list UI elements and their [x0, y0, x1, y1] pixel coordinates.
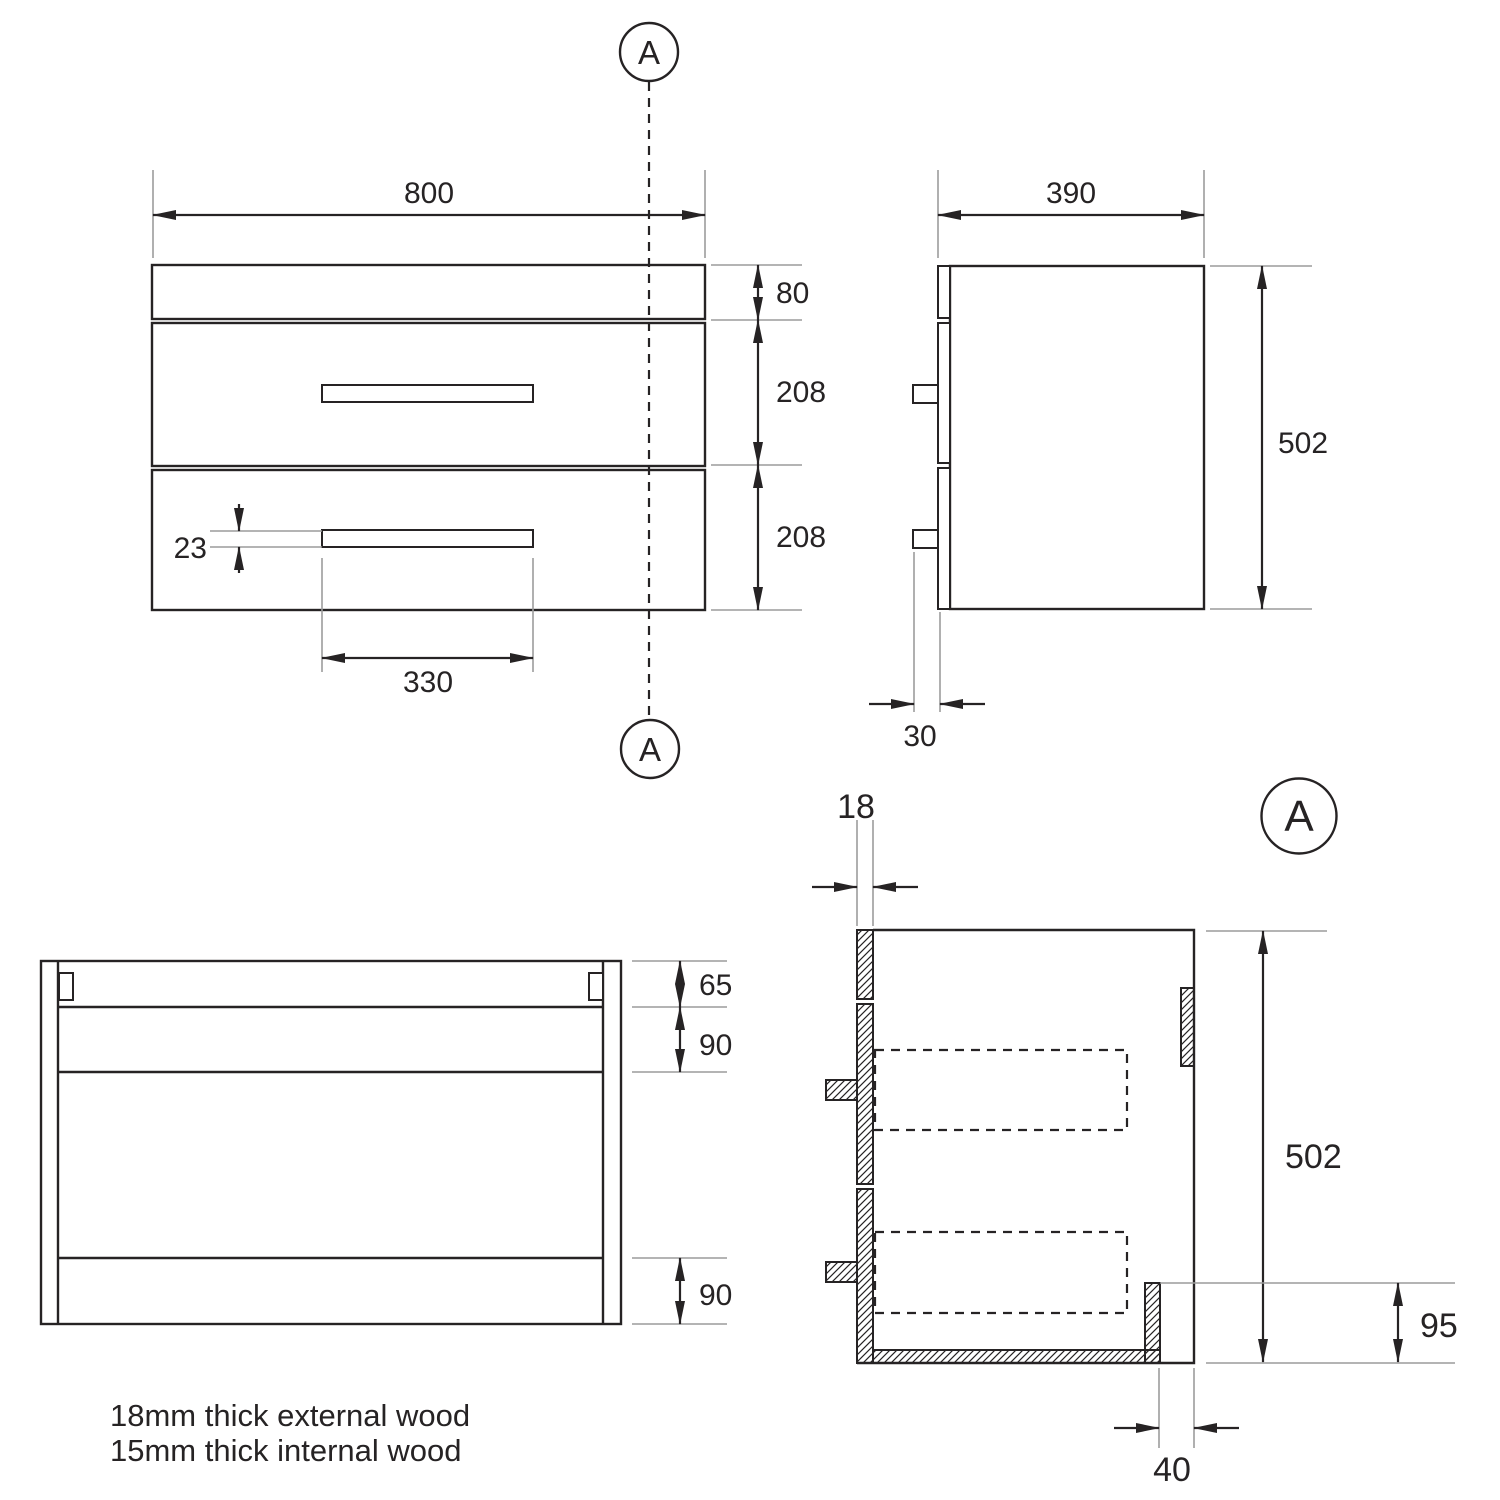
note-internal-wood: 15mm thick internal wood	[110, 1433, 462, 1468]
dim-handle-width: 330	[321, 558, 534, 699]
dimension-label: 90	[699, 1279, 732, 1312]
dim-section-back-gap: 40	[1114, 1368, 1239, 1489]
drawer-1-handle	[321, 384, 534, 403]
dimension-label: 95	[1420, 1307, 1458, 1345]
dimension-label: 800	[404, 177, 454, 210]
side-front-drawer1-edge	[937, 322, 951, 464]
section-bottom-panel	[872, 1349, 1161, 1364]
side-handle-2	[912, 529, 939, 549]
side-front-top-edge	[937, 265, 951, 319]
section-carcass-outline	[857, 928, 1196, 1365]
dimension-label: 80	[776, 277, 809, 310]
dimension-label: 208	[776, 376, 826, 409]
dim-section-front-thickness: 18	[812, 788, 918, 926]
dimension-label: 65	[699, 969, 732, 1002]
material-notes: 18mm thick external wood 15mm thick inte…	[110, 1398, 470, 1468]
section-marker-bottom-label: A	[639, 731, 661, 768]
back-carcass	[39, 959, 623, 1326]
dim-side-height: 502	[1210, 265, 1328, 610]
dim-side-depth: 390	[937, 170, 1205, 258]
front-top-panel	[150, 263, 707, 321]
section-drawer-box-1-hidden	[873, 1048, 1129, 1132]
dimension-label: 40	[1153, 1451, 1191, 1489]
dimension-label: 390	[1046, 177, 1096, 210]
dim-section-back-rail: 95	[1160, 1282, 1458, 1363]
dim-section-height: 502	[1206, 930, 1455, 1364]
side-front-drawer2-edge	[937, 467, 951, 610]
section-marker-bottom-circle	[619, 718, 681, 780]
back-right-bracket	[588, 972, 604, 1001]
section-view: A 18 502 95 40	[812, 777, 1458, 1489]
section-drawer-box-2-hidden	[873, 1230, 1129, 1315]
section-back-rail	[1144, 1282, 1161, 1364]
dim-handle-height: 23	[174, 504, 322, 573]
back-view: 65 90 90	[39, 959, 732, 1326]
side-view: 390 502 30	[869, 170, 1328, 753]
section-marker-detail-circle	[1260, 777, 1338, 855]
dimension-label: 502	[1278, 427, 1328, 460]
section-wall-rail	[1180, 987, 1195, 1067]
dimension-label: 330	[403, 666, 453, 699]
section-front-drawer1	[856, 1003, 874, 1185]
section-marker-top-label: A	[638, 34, 660, 71]
section-front-drawer2	[856, 1188, 874, 1364]
back-left-bracket	[58, 972, 74, 1001]
section-handle-1	[825, 1079, 858, 1101]
section-front-top-panel	[856, 929, 874, 1000]
dimension-label: 23	[174, 532, 207, 565]
section-handle-2	[825, 1261, 858, 1283]
drawer-2-handle	[321, 529, 534, 548]
dimension-label: 18	[837, 788, 875, 826]
dimension-label: 502	[1285, 1138, 1342, 1176]
section-marker-detail-label: A	[1284, 792, 1314, 841]
front-view: A A 800 80 208 208	[150, 21, 826, 780]
dim-front-width: 800	[152, 170, 706, 258]
note-external-wood: 18mm thick external wood	[110, 1398, 470, 1433]
dimension-label: 208	[776, 521, 826, 554]
section-marker-top-circle	[618, 21, 680, 83]
side-handle-1	[912, 384, 939, 404]
section-line-a: A A	[618, 21, 681, 780]
side-carcass	[948, 264, 1206, 611]
dimension-label: 90	[699, 1029, 732, 1062]
dim-front-heights: 80 208 208	[711, 264, 826, 611]
dim-back-rails: 65 90 90	[632, 960, 732, 1325]
dim-side-offset: 30	[869, 552, 985, 753]
dimension-label: 30	[903, 720, 936, 753]
